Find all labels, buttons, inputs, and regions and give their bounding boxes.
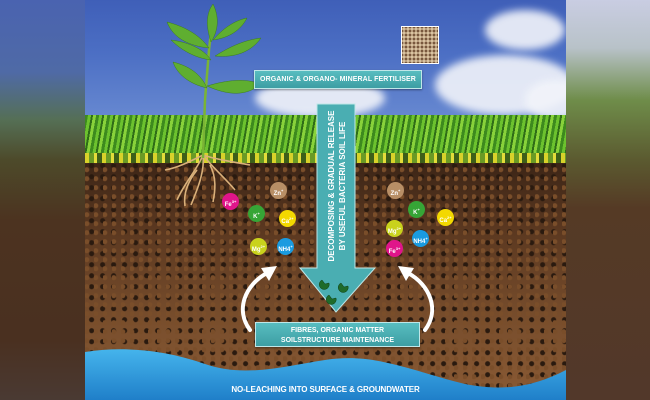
process-label-line2: BY USEFUL BACTERIA SOIL LIFE <box>338 121 347 251</box>
ion-zn-right: Zn+ <box>387 182 404 199</box>
ion-fe-left: Fe3+ <box>222 193 239 210</box>
process-arrow-graphic <box>240 103 435 332</box>
ion-k-left: K+ <box>248 205 265 222</box>
plant-leaves <box>166 3 262 94</box>
ion-ca-right: Ca2+ <box>437 209 454 226</box>
bacteria-icon <box>337 282 349 293</box>
plant-roots <box>164 154 251 207</box>
fertiliser-pellets-image <box>401 26 439 64</box>
cycle-arrow-left-head <box>261 266 277 281</box>
bacteria-icon <box>318 279 330 290</box>
down-arrow <box>298 103 377 313</box>
fertiliser-label: ORGANIC & ORGANO- MINERAL FERTILISER <box>254 70 422 89</box>
ion-nh4-left: NH4+ <box>277 238 294 255</box>
soil-box-line2: SOILSTRUCTURE MAINTENANCE <box>280 336 395 344</box>
cycle-arrow-right-head <box>398 266 414 281</box>
water-caption: NO-LEACHING INTO SURFACE & GROUNDWATER <box>231 385 420 394</box>
cycle-arrow-left <box>240 271 269 332</box>
cloud <box>485 10 565 50</box>
cycle-arrow-right <box>406 271 435 332</box>
soil-box-line1: FIBRES, ORGANIC MATTER <box>290 327 385 334</box>
cloud <box>525 80 566 120</box>
groundwater-wave <box>85 349 566 400</box>
right-blurred-border <box>566 0 650 400</box>
plant-illustration <box>164 3 262 207</box>
ion-fe-right: Fe3+ <box>386 240 403 257</box>
ion-zn-left: Zn+ <box>270 182 287 199</box>
ion-mg-right: Mg2+ <box>386 220 403 237</box>
diagram-scene: ORGANIC & ORGANO- MINERAL FERTILISER DEC… <box>85 0 566 400</box>
left-blurred-border <box>0 0 85 400</box>
process-label: DECOMPOSING & GRADUAL RELEASE BY USEFUL … <box>317 106 357 266</box>
ion-k-right: K+ <box>408 201 425 218</box>
ion-mg-left: Mg2+ <box>250 238 267 255</box>
bacteria-icon <box>325 294 337 305</box>
process-label-line1: DECOMPOSING & GRADUAL RELEASE <box>327 110 336 262</box>
ion-ca-left: Ca2+ <box>279 210 296 227</box>
ion-nh4-right: NH4+ <box>412 230 429 247</box>
soil-structure-box: FIBRES, ORGANIC MATTER SOILSTRUCTURE MAI… <box>255 322 420 347</box>
